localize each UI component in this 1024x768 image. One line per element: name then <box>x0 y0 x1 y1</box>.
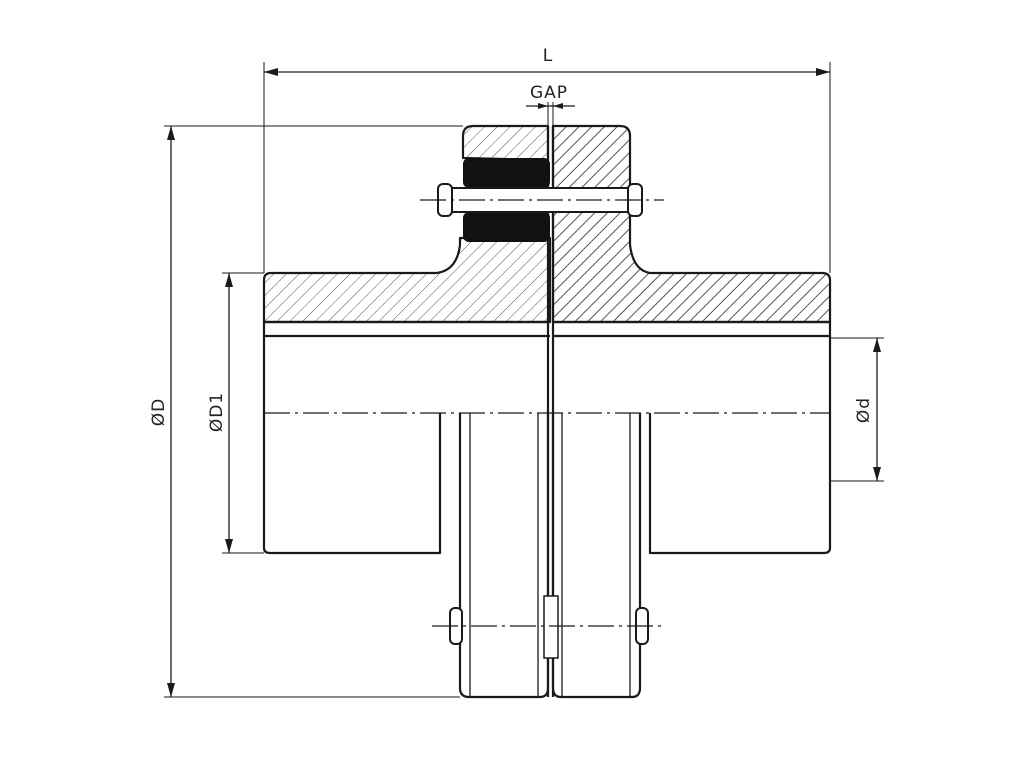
dimension-label-gap: GAP <box>530 83 568 103</box>
dimension-gap: GAP <box>526 83 575 126</box>
left-hub-section <box>262 124 552 699</box>
dimension-D: ØD <box>149 125 463 698</box>
lower-pin <box>432 595 666 659</box>
dimension-label-D: ØD <box>149 398 169 426</box>
elastomer-bushing <box>463 158 550 242</box>
dimension-D1: ØD1 <box>207 272 264 554</box>
dimension-label-L: L <box>543 46 553 66</box>
dimension-L: L <box>263 46 831 273</box>
dimension-d: Ød <box>830 337 884 482</box>
coupling-pin <box>420 183 664 217</box>
right-hub-section <box>551 124 832 699</box>
dimension-label-d: Ød <box>854 397 874 423</box>
dimension-label-D1: ØD1 <box>207 392 227 432</box>
